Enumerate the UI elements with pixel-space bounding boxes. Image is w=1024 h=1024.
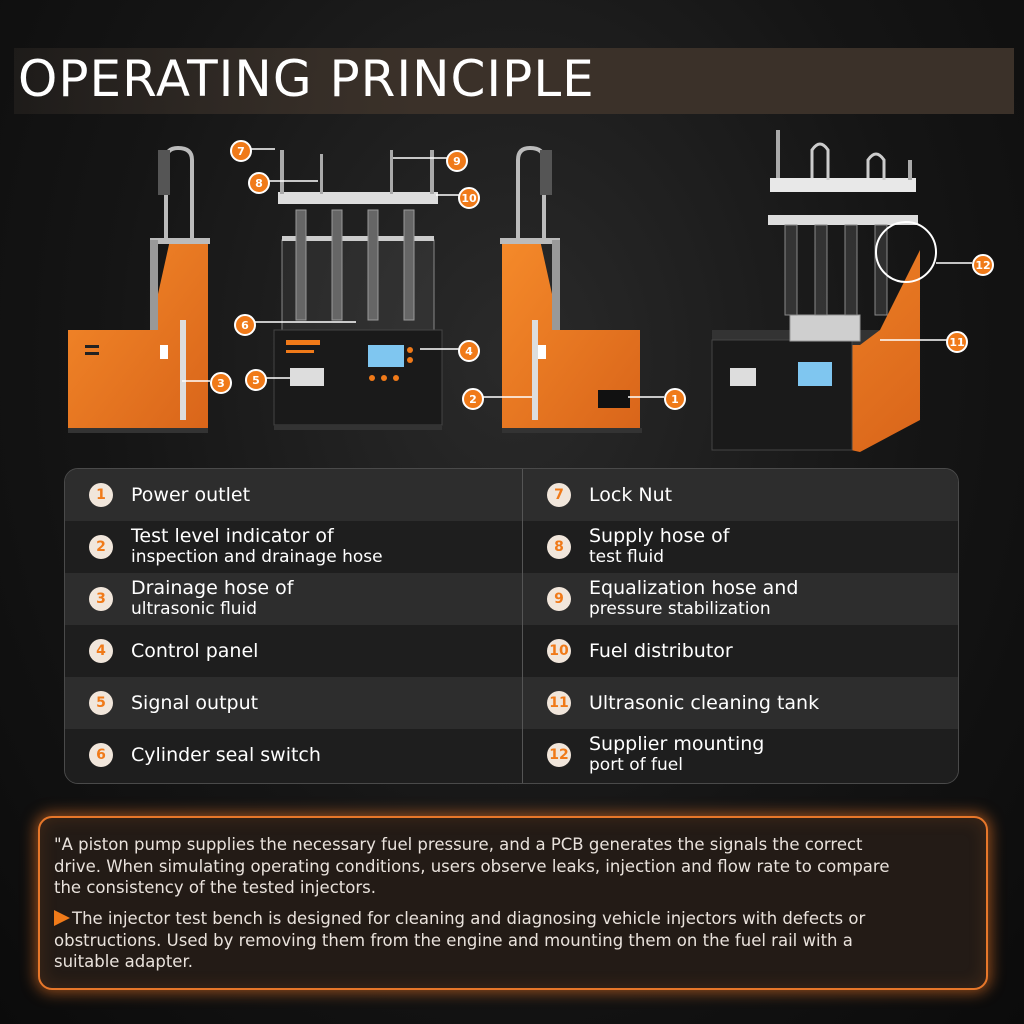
number-badge: 9 — [547, 587, 571, 611]
number-badge: 11 — [547, 691, 571, 715]
number-badge: 10 — [547, 639, 571, 663]
legend-label: Test level indicator of — [131, 525, 334, 547]
machine-side-left — [68, 145, 210, 433]
legend-row: 6 Cylinder seal switch 12 Supplier mount… — [65, 729, 958, 783]
legend-label: Ultrasonic cleaning tank — [589, 691, 820, 714]
title-banner — [14, 48, 1014, 114]
callout-12: 12 — [972, 254, 994, 276]
callout-6: 6 — [234, 314, 256, 336]
legend-label: Control panel — [131, 639, 259, 662]
column-divider — [522, 469, 523, 783]
callout-3: 3 — [210, 372, 232, 394]
legend-label: Supply hose of — [589, 525, 730, 547]
callout-1: 1 — [664, 388, 686, 410]
machine-illustrations — [68, 130, 972, 452]
number-badge: 12 — [547, 743, 571, 767]
number-badge: 7 — [547, 483, 571, 507]
legend-table: 1 Power outlet 7 Lock Nut 2 Test level i… — [64, 468, 959, 784]
machine-side-right — [500, 145, 642, 433]
number-badge: 8 — [547, 535, 571, 559]
number-badge: 3 — [89, 587, 113, 611]
legend-label: Supplier mounting — [589, 733, 765, 755]
number-badge: 6 — [89, 743, 113, 767]
legend-label: Fuel distributor — [589, 639, 733, 662]
legend-label: Power outlet — [131, 483, 251, 506]
callout-9: 9 — [446, 150, 468, 172]
number-badge: 1 — [89, 483, 113, 507]
legend-label-line2: inspection and drainage hose — [131, 547, 383, 567]
machine-three-quarter — [711, 130, 937, 452]
callout-10: 10 — [458, 187, 480, 209]
callout-5: 5 — [245, 369, 267, 391]
number-badge: 2 — [89, 535, 113, 559]
callout-11: 11 — [946, 331, 968, 353]
legend-label-line2: port of fuel — [589, 755, 683, 775]
legend-row: 1 Power outlet 7 Lock Nut — [65, 469, 958, 521]
callout-2: 2 — [462, 388, 484, 410]
number-badge: 4 — [89, 639, 113, 663]
legend-label: Signal output — [131, 691, 259, 714]
number-badge: 5 — [89, 691, 113, 715]
callout-4: 4 — [458, 340, 480, 362]
legend-label-line2: test fluid — [589, 547, 665, 567]
legend-row: 4 Control panel 10 Fuel distributor — [65, 625, 958, 677]
legend-label: Drainage hose of — [131, 577, 294, 599]
description-paragraph-1: "A piston pump supplies the necessary fu… — [54, 835, 890, 897]
legend-label: Cylinder seal switch — [131, 743, 321, 766]
legend-label-line2: ultrasonic fluid — [131, 599, 258, 619]
machine-front — [273, 150, 443, 430]
description-paragraph-2: The injector test bench is designed for … — [54, 909, 866, 971]
callout-7: 7 — [230, 140, 252, 162]
legend-label: Equalization hose and — [589, 577, 799, 599]
legend-label-line2: pressure stabilization — [589, 599, 771, 619]
description-box: "A piston pump supplies the necessary fu… — [38, 816, 988, 990]
arrow-right-icon — [54, 910, 70, 926]
legend-label: Lock Nut — [589, 483, 673, 506]
callout-8: 8 — [248, 172, 270, 194]
page-title: OPERATING PRINCIPLE — [18, 50, 595, 108]
legend-row: 5 Signal output 11 Ultrasonic cleaning t… — [65, 677, 958, 729]
